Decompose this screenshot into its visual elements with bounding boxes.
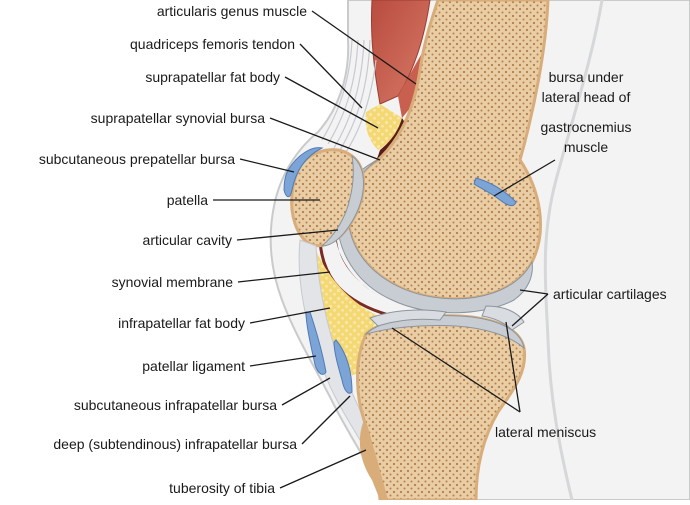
- label-synovial-membrane: synovial membrane: [112, 274, 234, 290]
- patellar-cartilage: [320, 154, 364, 247]
- label-quadriceps-femoris-tendon: quadriceps femoris tendon: [130, 36, 295, 52]
- label-gastrocnemius-bursa-line3: gastrocnemius: [540, 119, 631, 135]
- leg-posterior-edge: [543, 0, 604, 501]
- label-tuberosity-of-tibia: tuberosity of tibia: [169, 480, 275, 496]
- suprapatellar-fat-body-shape: [365, 104, 402, 150]
- label-deep-infrapatellar-bursa: deep (subtendinous) infrapatellar bursa: [53, 436, 297, 452]
- label-gastrocnemius-bursa-line4: muscle: [564, 139, 609, 155]
- leader-lines: [213, 10, 556, 489]
- quadriceps-tendon-fibers: [321, 39, 377, 153]
- prepatellar-bursa-shape: [283, 147, 324, 198]
- label-subcutaneous-prepatellar-bursa: subcutaneous prepatellar bursa: [39, 151, 235, 167]
- label-gastrocnemius-bursa-line2: lateral head of: [542, 89, 631, 105]
- label-infrapatellar-fat-body: infrapatellar fat body: [118, 315, 245, 331]
- label-articular-cavity: articular cavity: [143, 232, 232, 248]
- lateral-meniscus-shape: [369, 309, 447, 327]
- label-subcutaneous-infrapatellar-bursa: subcutaneous infrapatellar bursa: [74, 397, 277, 413]
- deep-infrapatellar-bursa-shape: [333, 339, 353, 394]
- label-articularis-genus-muscle: articularis genus muscle: [157, 3, 307, 19]
- label-articular-cartilages: articular cartilages: [553, 286, 667, 302]
- label-patellar-ligament: patellar ligament: [142, 358, 245, 374]
- label-lateral-meniscus: lateral meniscus: [495, 424, 596, 440]
- label-suprapatellar-fat-body: suprapatellar fat body: [145, 69, 280, 85]
- subcutaneous-infrapatellar-bursa-shape: [305, 311, 327, 375]
- gastrocnemius-bursa-shape: [473, 177, 517, 207]
- label-gastrocnemius-bursa-line1: bursa under: [549, 69, 624, 85]
- label-patella: patella: [167, 192, 208, 208]
- label-suprapatellar-synovial-bursa: suprapatellar synovial bursa: [91, 110, 266, 126]
- tibial-tuberosity-shape: [359, 420, 388, 500]
